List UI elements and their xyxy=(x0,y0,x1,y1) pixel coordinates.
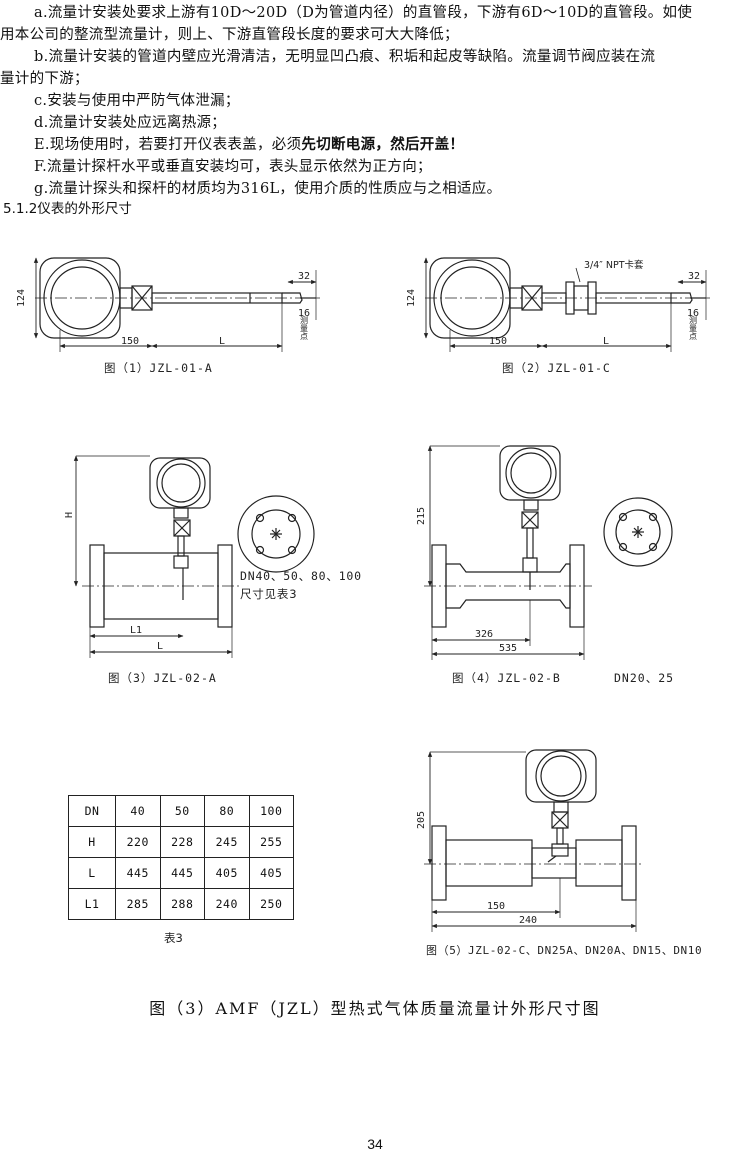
figure-2-dim-32: 32 xyxy=(688,271,700,282)
table-cell: 445 xyxy=(115,857,161,889)
table-cell: L1 xyxy=(68,888,116,920)
paragraph-b-line2: 量计的下游； xyxy=(0,71,89,87)
drawing-title: 图（3）AMF（JZL）型热式气体质量流量计外形尺寸图 xyxy=(149,999,601,1018)
figure-4-note-dn: DN20、25 xyxy=(614,671,675,685)
figure-1-dim-32: 32 xyxy=(298,271,310,282)
paragraph-b-line1: b.流量计安装的管道内壁应光滑清洁，无明显凹凸痕、积垢和起皮等缺陷。流量调节阀应… xyxy=(34,49,656,65)
figure-1-dim-L: L xyxy=(219,336,225,347)
paragraph-e-text: E.现场使用时，若要打开仪表表盖，必须 xyxy=(34,137,302,153)
figure-3-dim-L: L xyxy=(157,641,163,652)
table-cell: 80 xyxy=(204,795,250,827)
section-heading: 5.1.2仪表的外形尺寸 xyxy=(3,201,132,217)
table-cell: 220 xyxy=(115,826,161,858)
figure-1-caption: 图（1）JZL-01-A xyxy=(104,361,213,375)
table-row: L1 285 288 240 250 xyxy=(68,888,294,920)
figure-4-drawing xyxy=(424,445,673,660)
table-cell: 100 xyxy=(248,795,294,827)
table-cell: 445 xyxy=(159,857,205,889)
figure-3-caption: 图（3）JZL-02-A xyxy=(108,671,217,685)
figure-3-note-dn: DN40、50、80、100 xyxy=(240,569,362,583)
table-cell: 40 xyxy=(115,795,161,827)
figure-5-drawing xyxy=(424,749,644,932)
paragraph-e: E.现场使用时，若要打开仪表表盖，必须先切断电源，然后开盖！ xyxy=(0,134,748,156)
figure-1-dim-height: 124 xyxy=(16,289,27,307)
table-cell: 250 xyxy=(248,888,294,920)
table-cell: 50 xyxy=(159,795,205,827)
figure-5-dim-205: 205 xyxy=(416,811,427,829)
paragraph-e-warning: 先切断电源，然后开盖！ xyxy=(301,137,465,153)
paragraph-a-line1: a.流量计安装处要求上游有10D～20D（D为管道内径）的直管段，下游有6D～1… xyxy=(34,5,693,21)
table-3: DN 40 50 80 100 H 220 228 245 255 L 445 … xyxy=(68,795,294,920)
figure-5-dim-240: 240 xyxy=(519,915,537,926)
table-row: H 220 228 245 255 xyxy=(68,826,294,858)
table-cell: 405 xyxy=(204,857,250,889)
table-cell: 405 xyxy=(248,857,294,889)
figure-3-dim-H: H xyxy=(64,512,75,518)
page-number: 34 xyxy=(367,1136,383,1152)
figure-2-caption: 图（2）JZL-01-C xyxy=(502,361,611,375)
table-cell: L xyxy=(68,857,116,889)
table-cell: 240 xyxy=(204,888,250,920)
table-cell: 288 xyxy=(159,888,205,920)
figure-2-measure-point-text: 测量点 xyxy=(689,316,698,341)
table-row: L 445 445 405 405 xyxy=(68,857,294,889)
figure-2-measure-point: 测量点 xyxy=(689,316,698,341)
figure-4-dim-215: 215 xyxy=(416,507,427,525)
paragraph-a-line2: 用本公司的整流型流量计，则上、下游直管段长度的要求可大大降低； xyxy=(0,27,459,43)
figure-5-dim-150: 150 xyxy=(487,901,505,912)
paragraph-g: g.流量计探头和探杆的材质均为316L，使用介质的性质应与之相适应。 xyxy=(34,181,502,197)
table-cell: 228 xyxy=(159,826,205,858)
paragraph-c: c.安装与使用中严防气体泄漏； xyxy=(34,93,240,109)
table-cell: 245 xyxy=(204,826,250,858)
table-cell: 285 xyxy=(115,888,161,920)
figure-1-drawing xyxy=(33,257,320,352)
table-row: DN 40 50 80 100 xyxy=(68,795,294,827)
figure-5-caption: 图（5）JZL-02-C、DN25A、DN20A、DN15、DN10 xyxy=(426,944,703,957)
table-cell: DN xyxy=(68,795,116,827)
figure-4-dim-326: 326 xyxy=(475,629,493,640)
figure-1-measure-point-text: 测量点 xyxy=(300,316,309,341)
figure-2-drawing xyxy=(423,257,710,352)
figure-1-dim-16: 16 xyxy=(298,308,310,319)
figure-2-dim-16: 16 xyxy=(687,308,699,319)
table-cell: 255 xyxy=(248,826,294,858)
figure-4-caption: 图（4）JZL-02-B xyxy=(452,671,561,685)
figure-3-dim-L1: L1 xyxy=(130,625,142,636)
figure-3-note-table: 尺寸见表3 xyxy=(240,587,298,601)
figure-3-drawing xyxy=(73,455,315,658)
table-3-caption: 表3 xyxy=(164,931,183,945)
paragraph-f: F.流量计探杆水平或垂直安装均可，表头显示依然为正方向； xyxy=(34,159,432,175)
figure-2-dim-height: 124 xyxy=(406,289,417,307)
figure-2-dim-150: 150 xyxy=(489,336,507,347)
figure-1-measure-point: 测量点 xyxy=(300,316,309,341)
figure-2-npt-label: 3/4″ NPT卡套 xyxy=(584,259,644,271)
table-cell: H xyxy=(68,826,116,858)
figure-1-dim-150: 150 xyxy=(121,336,139,347)
figure-2-dim-L: L xyxy=(603,336,609,347)
figure-4-dim-535: 535 xyxy=(499,643,517,654)
paragraph-d: d.流量计安装处应远离热源； xyxy=(34,115,227,131)
